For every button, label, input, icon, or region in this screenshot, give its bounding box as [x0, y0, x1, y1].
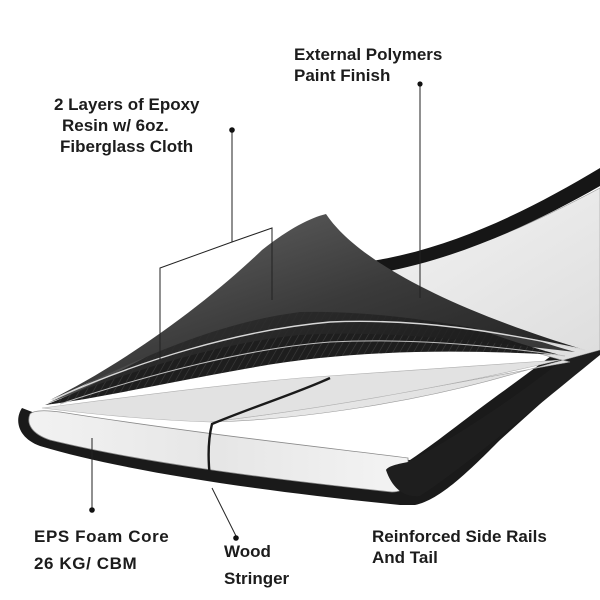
label-eps-line-2: 26 KG/ CBM	[34, 554, 138, 573]
label-eps-line-1: EPS Foam Core	[34, 527, 170, 546]
peel-highlight-2	[59, 340, 566, 405]
epoxy-layer	[48, 222, 575, 403]
label-external-line-2: Paint Finish	[294, 66, 391, 85]
dot-foam	[89, 507, 95, 513]
label-rails-line-1: Reinforced Side Rails	[372, 527, 547, 546]
peel-highlight	[51, 320, 586, 401]
leader-epoxy-2	[231, 227, 273, 300]
dot-stringer	[233, 535, 239, 541]
label-eps-foam-core: EPS Foam Core 26 KG/ CBM	[34, 526, 169, 574]
label-wood-stringer: Wood Stringer	[224, 541, 289, 589]
wood-stringer	[207, 376, 331, 479]
label-wood-line-1: Wood	[224, 542, 271, 561]
label-epoxy-line-1: 2 Layers of Epoxy	[54, 95, 200, 114]
label-epoxy-fiberglass: 2 Layers of Epoxy Resin w/ 6oz. Fibergla…	[54, 94, 200, 157]
dot-external	[417, 81, 423, 87]
label-epoxy-line-3: Fiberglass Cloth	[60, 137, 194, 156]
label-external-line-1: External Polymers	[294, 45, 443, 64]
label-wood-line-2: Stringer	[224, 569, 290, 588]
label-rails-line-2: And Tail	[372, 548, 438, 567]
paint-finish-layer	[50, 214, 585, 400]
label-epoxy-line-2: Resin w/ 6oz.	[62, 116, 169, 135]
deck-edge-band	[365, 168, 600, 274]
dot-epoxy	[229, 127, 235, 133]
leader-stringer	[211, 487, 237, 537]
leader-epoxy-1	[159, 132, 233, 360]
side-rail	[386, 330, 600, 497]
label-external-polymers: External Polymers Paint Finish	[294, 44, 442, 86]
leader-dots	[89, 81, 423, 541]
label-reinforced-rails: Reinforced Side Rails And Tail	[372, 526, 547, 568]
leader-lines	[91, 84, 421, 537]
